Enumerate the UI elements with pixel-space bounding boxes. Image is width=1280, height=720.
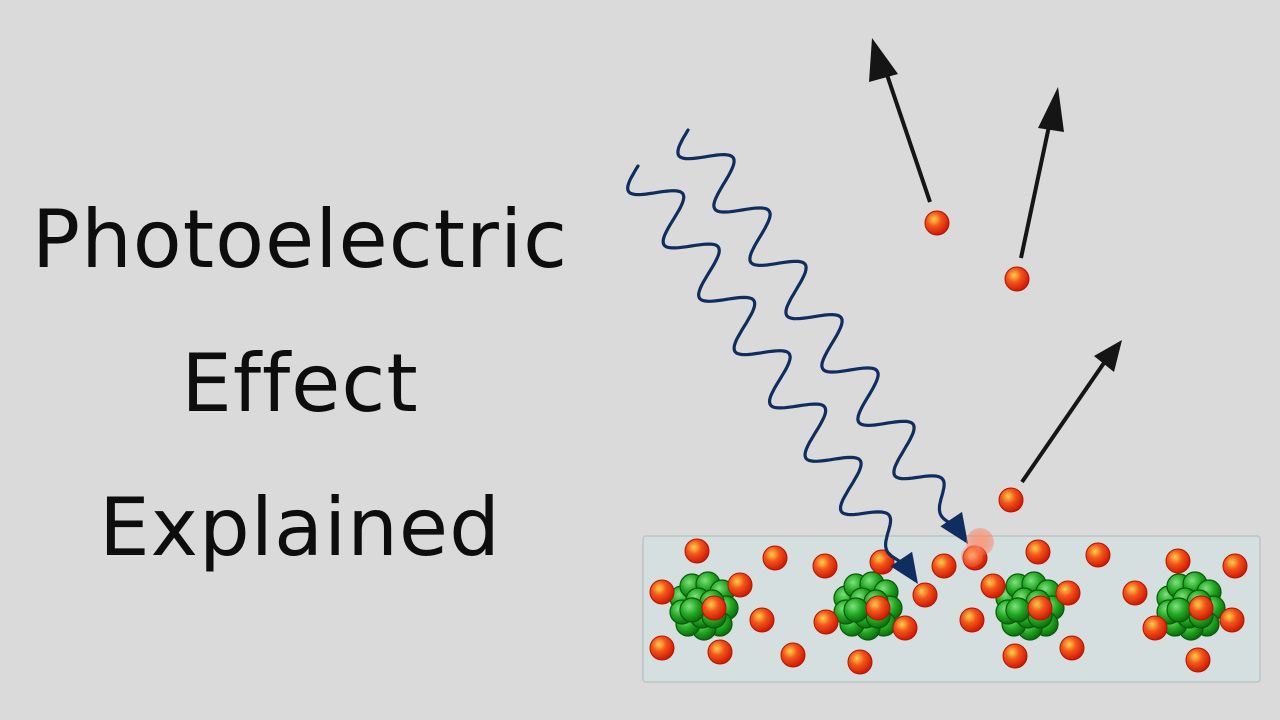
electron bbox=[1188, 595, 1214, 621]
ejection-arrow-3 bbox=[1020, 358, 1108, 484]
free-electron bbox=[869, 549, 895, 575]
ejection-arrowhead-1 bbox=[869, 38, 898, 82]
electron bbox=[865, 595, 891, 621]
photon-arrowhead-2 bbox=[940, 511, 968, 544]
title-line-3: Explained bbox=[99, 481, 501, 574]
title-line-1: Photoelectric bbox=[31, 193, 569, 286]
photon-arrowhead-1 bbox=[890, 551, 918, 584]
electron bbox=[701, 595, 727, 621]
title-block: Photoelectric Effect Explained bbox=[0, 168, 600, 600]
nucleon bbox=[843, 597, 869, 623]
electron bbox=[1004, 266, 1030, 292]
free-electrons-layer bbox=[649, 538, 1248, 675]
atom-4 bbox=[1156, 571, 1226, 641]
free-electron bbox=[1219, 607, 1245, 633]
free-electron bbox=[812, 553, 838, 579]
nucleon bbox=[679, 597, 705, 623]
free-electron bbox=[1222, 553, 1248, 579]
atom-1 bbox=[669, 571, 739, 641]
free-electron bbox=[780, 642, 806, 668]
electron bbox=[1027, 595, 1053, 621]
free-electron bbox=[727, 572, 753, 598]
photon-impact-flash-2 bbox=[961, 545, 983, 567]
free-electron bbox=[1055, 580, 1081, 606]
free-electron bbox=[980, 573, 1006, 599]
free-electron bbox=[1142, 615, 1168, 641]
free-electron bbox=[1185, 647, 1211, 673]
free-electron bbox=[649, 635, 675, 661]
ejected-electron-1 bbox=[869, 38, 950, 236]
ejection-arrow-2 bbox=[1019, 111, 1054, 259]
ejection-arrowhead-3 bbox=[1094, 340, 1122, 372]
nucleon bbox=[1166, 597, 1192, 623]
electron bbox=[998, 487, 1024, 513]
ejection-arrow-1 bbox=[880, 59, 932, 203]
free-electron bbox=[959, 607, 985, 633]
free-electron bbox=[684, 538, 710, 564]
free-electron bbox=[1085, 542, 1111, 568]
electron bbox=[924, 210, 950, 236]
photon-wave-2 bbox=[676, 128, 960, 532]
title-line-2: Effect bbox=[181, 337, 419, 430]
free-electron bbox=[1002, 643, 1028, 669]
nucleon bbox=[1005, 597, 1031, 623]
free-electron bbox=[847, 649, 873, 675]
free-electron bbox=[892, 615, 918, 641]
atoms-layer bbox=[669, 571, 1226, 641]
free-electron bbox=[912, 582, 938, 608]
free-electron bbox=[1165, 548, 1191, 574]
free-electron bbox=[1122, 580, 1148, 606]
free-electron bbox=[813, 609, 839, 635]
ejection-arrowhead-2 bbox=[1038, 87, 1064, 132]
free-electron bbox=[707, 639, 733, 665]
atom-2 bbox=[833, 571, 903, 641]
free-electron bbox=[762, 545, 788, 571]
free-electron bbox=[1059, 635, 1085, 661]
free-electron bbox=[649, 579, 675, 605]
ejected-electron-3 bbox=[998, 340, 1122, 513]
atom-3 bbox=[995, 571, 1065, 641]
free-electron bbox=[749, 607, 775, 633]
free-electron bbox=[1025, 539, 1051, 565]
free-electron bbox=[931, 553, 957, 579]
ejected-electron-2 bbox=[1004, 87, 1064, 292]
photon-wave-1 bbox=[626, 164, 906, 568]
